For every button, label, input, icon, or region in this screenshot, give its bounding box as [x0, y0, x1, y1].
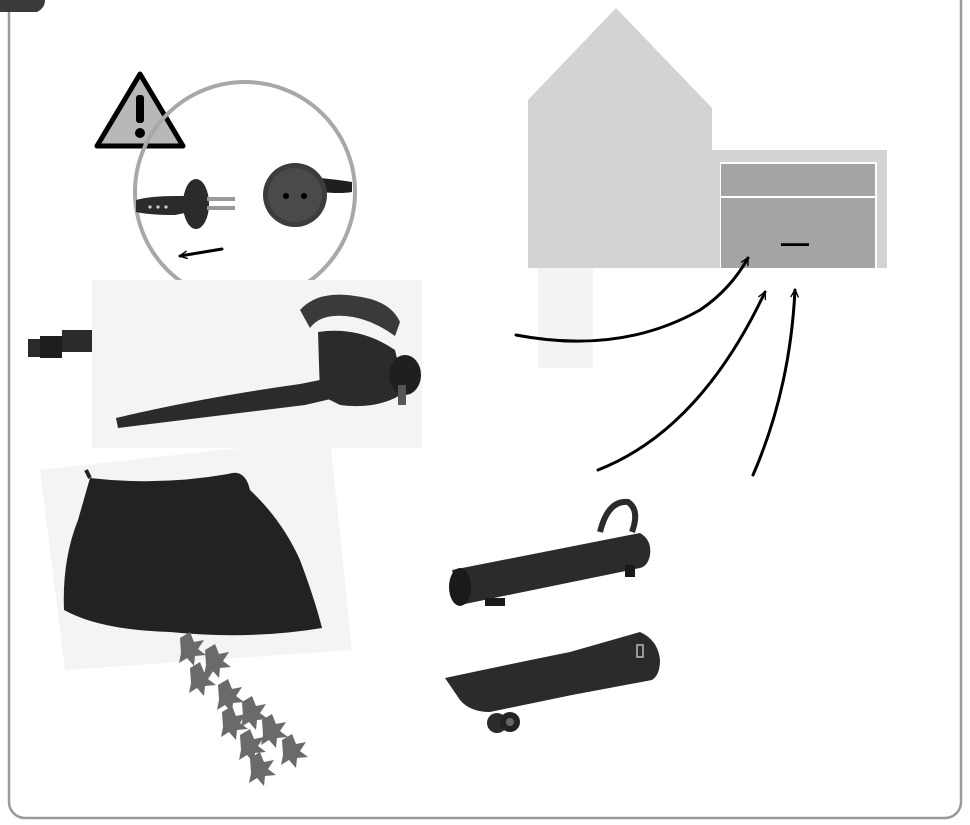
power-plug-icon [136, 179, 235, 229]
leaf-blower-icon [92, 280, 422, 448]
lower-blow-tube-icon [445, 632, 660, 733]
garage-icon: — [720, 162, 877, 268]
storage-sign: — [781, 227, 809, 258]
store-arrow-icon [514, 258, 795, 477]
warning-triangle-icon [94, 71, 186, 149]
leaves-icon [179, 632, 308, 786]
collection-bag-icon [40, 438, 352, 670]
unplug-arrow-icon [180, 247, 224, 256]
power-socket-icon [263, 163, 352, 227]
step-tab [0, 0, 45, 12]
upper-blow-tube-icon [449, 498, 651, 606]
